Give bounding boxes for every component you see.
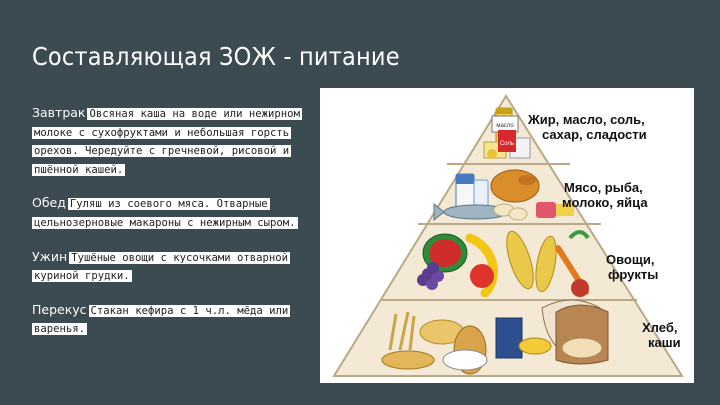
meal-text: Гуляш из соевого мяса. Отварные цельнозе… [32,198,298,229]
package-label: Соль [500,141,514,147]
meal-label: Ужин [32,248,68,264]
tier-label-fats-sweets: Жир, масло, соль, сахар, сладости [528,112,647,142]
meal-text: Тушёные овощи с кусочками отварной курин… [32,251,291,283]
bread-grains-icon [381,299,609,375]
meal-label: Перекус [32,301,87,317]
tier-label-bread-grains: Хлеб, каши [642,320,681,350]
tier-label-protein: Мясо, рыба, молоко, яйца [562,180,648,210]
food-pyramid-figure: масло Соль [320,88,694,383]
protein-foods-icon [433,169,574,222]
package-label: масло [496,123,514,129]
tier-label-fruits-vegetables: Овощи, фрукты [606,252,659,282]
fats-sweets-icon: масло Соль [483,107,531,159]
slide-title: Составляющая ЗОЖ - питание [32,42,400,71]
food-pyramid-illustration: масло Соль [332,94,684,377]
meal-label: Обед [32,195,66,211]
fruits-vegetables-icon [417,230,590,298]
meal-label: Завтрак [32,105,86,120]
